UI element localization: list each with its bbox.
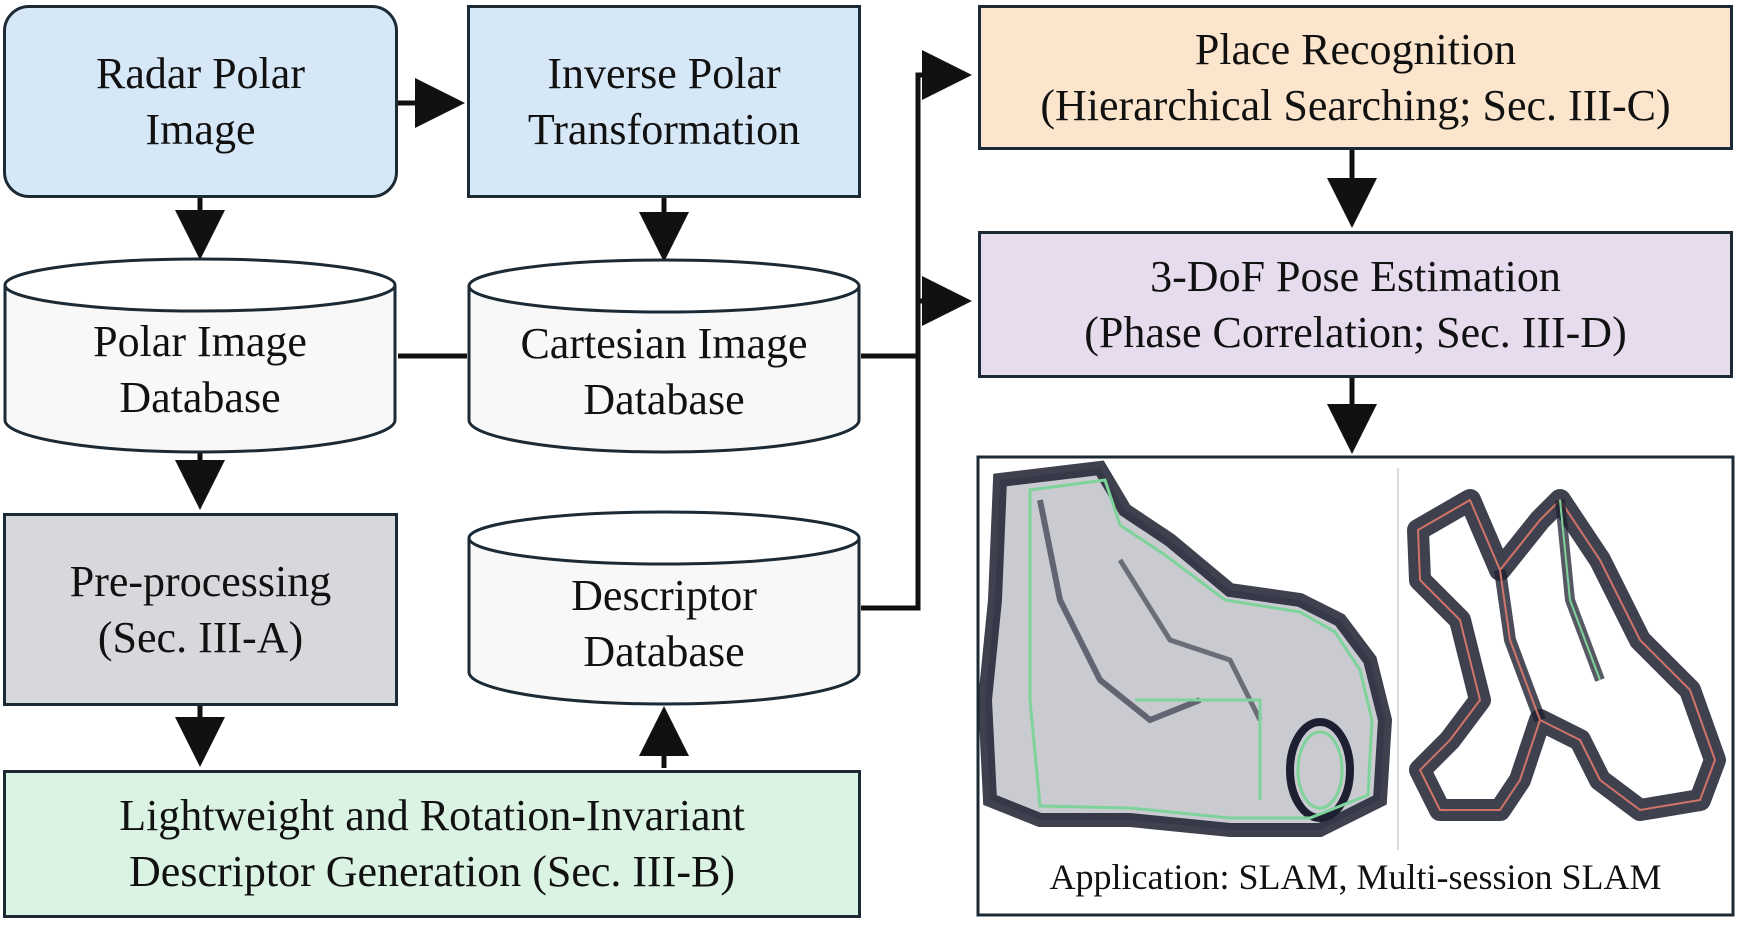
descriptor-db-label: Descriptor Database [469,564,859,684]
descriptor-generation-line2: Descriptor Generation (Sec. III-B) [129,847,735,896]
slam-map-image [977,460,1393,837]
inverse-polar-line1: Inverse Polar [547,48,781,98]
arrow-cartesian-to-pose [861,276,972,359]
descriptor-generation-line1: Lightweight and Rotation-Invariant [119,791,745,841]
cartesian-db-label: Cartesian Image Database [469,312,859,432]
preprocessing-line1: Pre-processing [69,556,332,606]
application-caption: Application: SLAM, Multi-session SLAM [1049,857,1662,897]
descriptor-generation-node: Lightweight and Rotation-Invariant Descr… [3,770,861,918]
place-recognition-line2: (Hierarchical Searching; Sec. III-C) [1040,80,1671,130]
place-recognition-line1: Place Recognition [1194,24,1517,74]
radar-polar-image-node: Radar Polar Image [3,5,398,198]
cartesian-db-cylinder [467,258,861,454]
pose-estimation-line1: 3-DoF Pose Estimation [1150,251,1561,301]
multi-session-slam-map-image [1407,489,1726,821]
radar-polar-image-line2: Image [145,104,256,154]
descriptor-db-cylinder [467,510,861,706]
descriptor-db-line1: Descriptor [571,571,757,621]
polar-db-line1: Polar Image [93,317,307,367]
pose-estimation-line2: (Phase Correlation; Sec. III-D) [1084,307,1627,357]
descriptor-db-line2: Database [583,627,745,676]
pose-estimation-node: 3-DoF Pose Estimation (Phase Correlation… [978,231,1733,378]
inverse-polar-transformation-node: Inverse Polar Transformation [467,5,861,198]
polar-db-cylinder [3,257,397,454]
preprocessing-node: Pre-processing (Sec. III-A) [3,513,398,706]
radar-polar-image-line1: Radar Polar [96,48,305,98]
polar-db-line2: Database [119,373,281,422]
cartesian-db-line1: Cartesian Image [520,319,808,369]
place-recognition-node: Place Recognition (Hierarchical Searchin… [978,5,1733,150]
arrow-descriptor-to-place [861,50,972,611]
inverse-polar-line2: Transformation [527,104,801,154]
polar-db-label: Polar Image Database [5,310,395,430]
preprocessing-line2: (Sec. III-A) [97,612,304,662]
cartesian-db-line2: Database [583,375,745,424]
